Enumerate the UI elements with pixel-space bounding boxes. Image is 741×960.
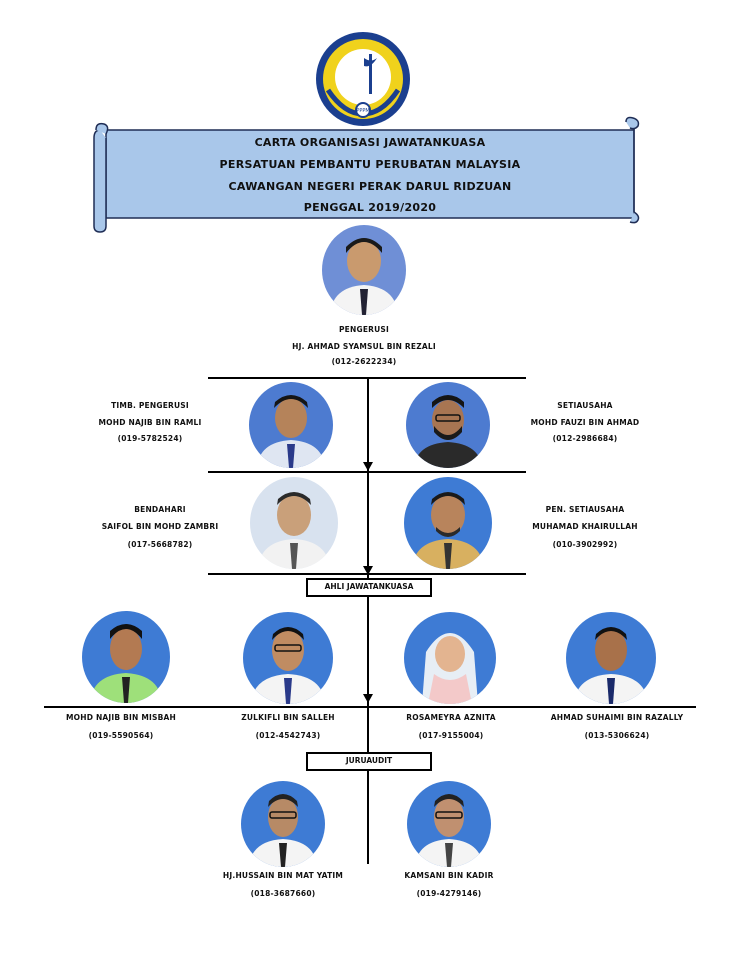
- banner-title-line3: CAWANGAN NEGERI PERAK DARUL RIDZUAN: [228, 180, 512, 193]
- committee-name-2: ZULKIFLI BIN SALLEH: [241, 713, 335, 722]
- spine-line: [367, 378, 369, 864]
- committee-photo-3: [404, 612, 496, 704]
- committee-name-4: AHMAD SUHAIMI BIN RAZALLY: [550, 713, 684, 722]
- committee-photo-1: [82, 611, 170, 703]
- chairman-photo: [322, 225, 406, 315]
- treasurer-role: BENDAHARI: [134, 505, 186, 514]
- vice-chairman-name: MOHD NAJIB BIN RAMLI: [98, 418, 202, 427]
- row3-hline: [208, 573, 526, 575]
- auditor-phone-2: (019-4279146): [416, 889, 482, 898]
- vice-chairman-photo: [249, 382, 333, 468]
- banner-title-line2: PERSATUAN PEMBANTU PERUBATAN MALAYSIA: [219, 158, 521, 171]
- asst-secretary-name: MUHAMAD KHAIRULLAH: [532, 522, 638, 531]
- committee-hline: [44, 706, 696, 708]
- treasurer-phone: (017-5668782): [127, 540, 193, 549]
- treasurer-photo: [250, 477, 338, 569]
- auditor-name-1: HJ.HUSSAIN BIN MAT YATIM: [222, 871, 344, 880]
- row1-hline: [208, 377, 526, 379]
- treasurer-name: SAIFOL BIN MOHD ZAMBRI: [101, 522, 219, 531]
- asst-secretary-role: PEN. SETIAUSAHA: [545, 505, 625, 514]
- committee-phone-2: (012-4542743): [255, 731, 321, 740]
- organization-logo: PPPM: [314, 30, 412, 128]
- committee-phone-1: (019-5590564): [88, 731, 154, 740]
- committee-photo-2: [243, 612, 333, 704]
- asst-secretary-phone: (010-3902992): [552, 540, 618, 549]
- auditor-photo-2: [407, 781, 491, 867]
- committee-name-1: MOHD NAJIB BIN MISBAH: [66, 713, 176, 722]
- secretary-name: MOHD FAUZI BIN AHMAD: [530, 418, 640, 427]
- chairman-phone: (012-2622234): [331, 357, 397, 366]
- arrowheads: [363, 462, 373, 703]
- vice-chairman-phone: (019-5782524): [117, 434, 183, 443]
- chairman-name: HJ. AHMAD SYAMSUL BIN REZALI: [292, 342, 436, 351]
- auditor-name-2: KAMSANI BIN KADIR: [404, 871, 494, 880]
- banner-title-line1: CARTA ORGANISASI JAWATANKUASA: [254, 136, 486, 149]
- chairman-role: PENGERUSI: [338, 325, 390, 334]
- auditor-label: JURUAUDIT: [306, 752, 432, 771]
- title-banner: CARTA ORGANISASI JAWATANKUASA PERSATUAN …: [92, 116, 644, 234]
- secretary-photo: [406, 382, 490, 468]
- row2-hline: [208, 471, 526, 473]
- auditor-photo-1: [241, 781, 325, 867]
- secretary-role: SETIAUSAHA: [557, 401, 613, 410]
- asst-secretary-photo: [404, 477, 492, 569]
- committee-name-3: ROSAMEYRA AZNITA: [406, 713, 496, 722]
- vice-chairman-role: TIMB. PENGERUSI: [111, 401, 189, 410]
- secretary-phone: (012-2986684): [552, 434, 618, 443]
- committee-photo-4: [566, 612, 656, 704]
- committee-phone-4: (013-5306624): [584, 731, 650, 740]
- banner-title-line4: PENGGAL 2019/2020: [303, 201, 437, 214]
- committee-label: AHLI JAWATANKUASA: [306, 578, 432, 597]
- svg-text:PPPM: PPPM: [356, 108, 369, 114]
- committee-phone-3: (017-9155004): [418, 731, 484, 740]
- auditor-phone-1: (018-3687660): [250, 889, 316, 898]
